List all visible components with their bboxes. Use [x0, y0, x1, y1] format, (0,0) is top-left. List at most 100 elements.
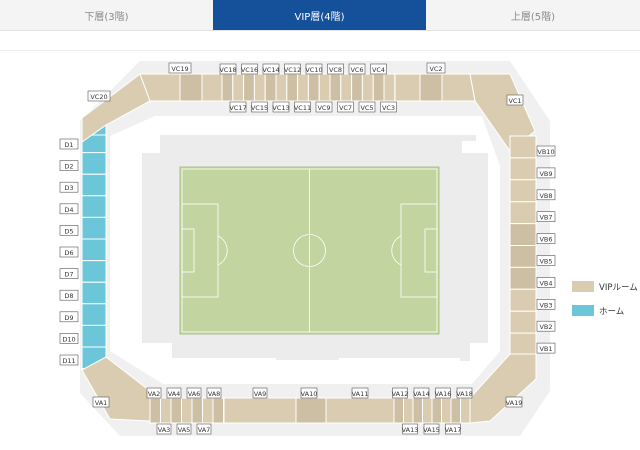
section-va-box[interactable]	[191, 397, 203, 424]
label-d5[interactable]: D5	[59, 225, 79, 236]
label-va17[interactable]: VA17	[445, 423, 462, 435]
section-vc-box[interactable]	[232, 73, 245, 102]
section-vb1[interactable]	[509, 332, 537, 356]
label-d11[interactable]: D11	[59, 354, 79, 366]
label-va14[interactable]: VA14	[413, 387, 430, 399]
section-vc-box[interactable]	[264, 73, 277, 102]
label-va10[interactable]: VA10	[301, 387, 318, 399]
section-d10[interactable]	[81, 324, 107, 348]
label-vc7[interactable]: VC7	[337, 101, 354, 113]
label-va7[interactable]: VA7	[196, 423, 212, 435]
label-vc1[interactable]: VC1	[506, 94, 524, 106]
section-vc-box[interactable]	[297, 73, 309, 102]
label-vc10[interactable]: VC10	[305, 63, 323, 75]
section-vb2[interactable]	[509, 310, 537, 334]
label-d4[interactable]: D4	[59, 203, 79, 215]
section-va-box[interactable]	[460, 397, 471, 424]
section-d8[interactable]	[81, 281, 107, 305]
tab-lower[interactable]: 下層(3階)	[0, 0, 213, 30]
label-d6[interactable]: D6	[59, 246, 79, 258]
section-va-box[interactable]	[412, 397, 423, 424]
label-vb2[interactable]: VB2	[536, 320, 556, 332]
section-va-box[interactable]	[160, 397, 172, 424]
section-vc-box[interactable]	[361, 73, 374, 102]
label-vc4[interactable]: VC4	[370, 63, 387, 75]
label-va9[interactable]: VA9	[252, 387, 268, 399]
section-vb6[interactable]	[509, 223, 537, 246]
section-d3[interactable]	[81, 173, 107, 197]
section-va-box[interactable]	[170, 397, 182, 424]
label-va11[interactable]: VA11	[352, 387, 369, 399]
section-d9[interactable]	[81, 303, 107, 326]
label-va8[interactable]: VA8	[206, 387, 222, 399]
section-d4[interactable]	[81, 195, 107, 218]
label-vb5[interactable]: VB5	[536, 255, 556, 266]
label-vc9[interactable]: VC9	[315, 101, 333, 113]
section-d2[interactable]	[81, 152, 107, 175]
label-va3[interactable]: VA3	[156, 423, 172, 435]
section-vb5[interactable]	[509, 245, 537, 268]
label-vc12[interactable]: VC12	[284, 63, 301, 75]
label-va15[interactable]: VA15	[423, 423, 440, 435]
label-d7[interactable]: D7	[59, 268, 79, 279]
label-vc8[interactable]: VC8	[327, 63, 344, 75]
section-va-box[interactable]	[212, 397, 224, 424]
section-vc-box[interactable]	[253, 73, 266, 102]
label-vc20[interactable]: VC20	[87, 90, 111, 102]
section-va-box[interactable]	[403, 397, 414, 424]
label-va12[interactable]: VA12	[392, 387, 409, 399]
tab-vip[interactable]: VIP層(4階)	[213, 0, 426, 30]
section-va10[interactable]	[295, 397, 327, 424]
label-va5[interactable]: VA5	[176, 423, 192, 435]
section-vc-box[interactable]	[329, 73, 342, 102]
section-vc-box[interactable]	[243, 73, 255, 102]
section-vc-box[interactable]	[340, 73, 353, 102]
section-vb9[interactable]	[509, 157, 537, 181]
section-va-box[interactable]	[441, 397, 452, 424]
label-vb3[interactable]: VB3	[536, 298, 556, 310]
label-vb6[interactable]: VB6	[536, 233, 556, 244]
label-vb7[interactable]: VB7	[536, 211, 556, 222]
section-va11[interactable]	[325, 397, 395, 424]
section-vc-box[interactable]	[221, 73, 234, 102]
label-vc14[interactable]: VC14	[262, 63, 280, 75]
section-d7[interactable]	[81, 260, 107, 283]
section-vc-box[interactable]	[286, 73, 299, 102]
label-d9[interactable]: D9	[59, 311, 79, 323]
label-va2[interactable]: VA2	[146, 387, 162, 399]
label-va13[interactable]: VA13	[402, 423, 419, 435]
tab-upper[interactable]: 上層(5階)	[426, 0, 640, 30]
label-vc15[interactable]: VC15	[251, 101, 268, 113]
section-va19[interactable]	[469, 353, 537, 424]
section-vc20[interactable]	[81, 73, 151, 143]
label-vc6[interactable]: VC6	[348, 63, 366, 75]
section-va9[interactable]	[223, 397, 297, 424]
section-vc-box[interactable]	[383, 73, 396, 102]
section-va-box[interactable]	[431, 397, 442, 424]
label-vc11[interactable]: VC11	[294, 101, 311, 113]
label-va4[interactable]: VA4	[166, 387, 182, 399]
section-vb3[interactable]	[509, 288, 537, 312]
label-d2[interactable]: D2	[59, 160, 79, 171]
section-vc-box[interactable]	[307, 73, 320, 102]
label-vc16[interactable]: VC16	[241, 63, 258, 75]
label-vb8[interactable]: VB8	[536, 189, 556, 201]
label-vc17[interactable]: VC17	[229, 101, 247, 113]
label-vb1[interactable]: VB1	[536, 342, 556, 354]
label-d3[interactable]: D3	[59, 181, 79, 193]
label-va1[interactable]: VA1	[92, 396, 110, 408]
label-vb9[interactable]: VB9	[536, 167, 556, 179]
label-va18[interactable]: VA18	[456, 387, 473, 399]
label-va6[interactable]: VA6	[186, 387, 202, 399]
section-vc2-room[interactable]	[419, 73, 443, 102]
section-vc19-room[interactable]	[179, 73, 203, 102]
section-va-box[interactable]	[149, 397, 161, 424]
section-vb10[interactable]	[509, 135, 537, 159]
section-va-box[interactable]	[181, 397, 193, 424]
section-d6[interactable]	[81, 238, 107, 262]
section-vb7[interactable]	[509, 201, 537, 225]
label-vc19[interactable]: VC19	[168, 62, 192, 74]
section-vc-box[interactable]	[372, 73, 385, 102]
section-va-box[interactable]	[450, 397, 461, 424]
label-vc3[interactable]: VC3	[380, 101, 397, 113]
